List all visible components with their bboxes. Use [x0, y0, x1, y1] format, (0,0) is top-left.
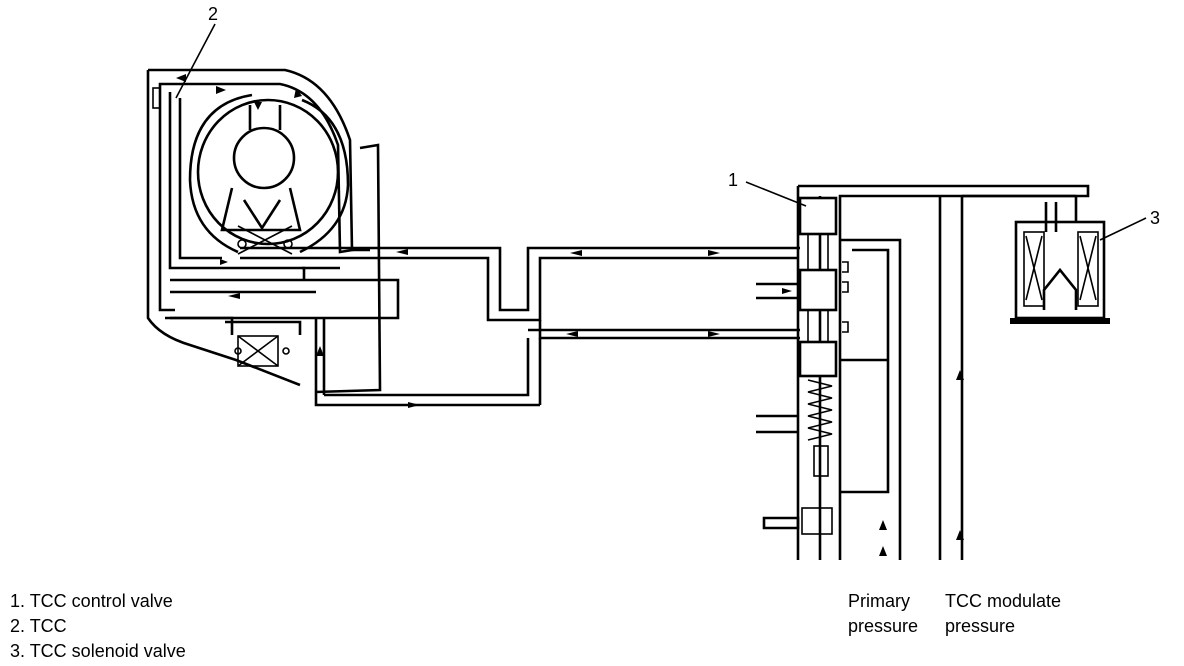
torque-converter	[146, 68, 382, 394]
callout-2: 2	[208, 4, 219, 24]
stator-ring	[196, 98, 340, 246]
legend-item-1: 1. TCC control valve	[10, 591, 173, 611]
oil-passages	[240, 246, 800, 405]
primary-pressure-label: Primary pressure	[848, 591, 919, 636]
callout-1: 1	[728, 170, 739, 190]
valve-spring	[807, 379, 833, 441]
stator-hub	[232, 126, 296, 190]
housing-slot	[152, 87, 161, 109]
valve-spool-upper	[798, 196, 838, 236]
leader-line-3	[1099, 217, 1147, 241]
leader-line-2	[175, 23, 216, 99]
tcc-modulate-pressure-label: TCC modulate pressure	[945, 591, 1062, 636]
tcc-solenoid-valve	[1010, 196, 1110, 324]
bearing	[237, 335, 279, 367]
tcc-control-valve	[756, 184, 1090, 560]
valve-spool-middle	[798, 268, 838, 312]
legend: 1. TCC control valve 2. TCC 3. TCC solen…	[10, 589, 186, 664]
impeller-ring	[188, 93, 253, 254]
legend-item-3: 3. TCC solenoid valve	[10, 641, 186, 661]
callout-3: 3	[1150, 208, 1161, 228]
input-shaft	[170, 266, 540, 408]
valve-spool-lower	[798, 340, 838, 378]
legend-item-2: 2. TCC	[10, 616, 67, 636]
leader-line-1	[745, 181, 807, 207]
